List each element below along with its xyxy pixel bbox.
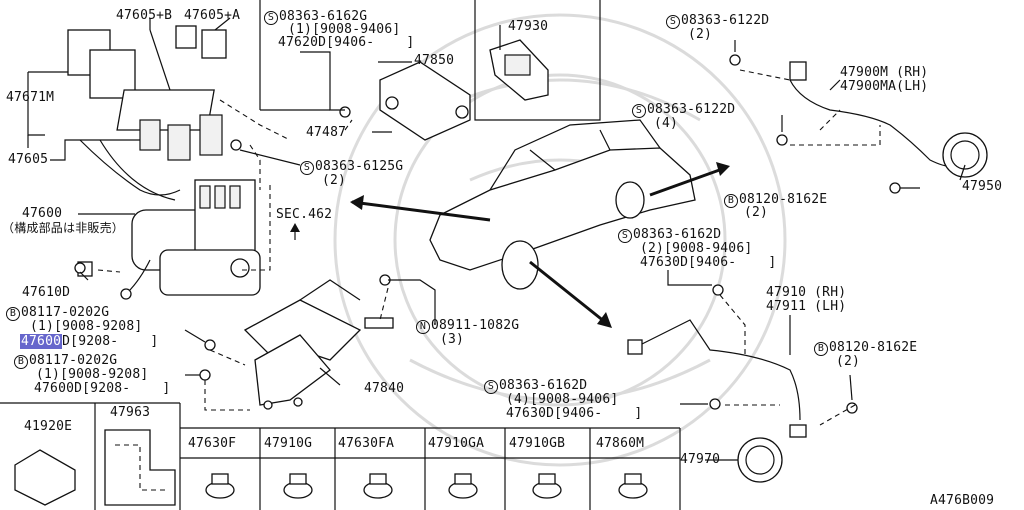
qty-08911-1082g: (3) <box>440 332 465 347</box>
qty-08363-6162d-a: (2)[9008-9406] <box>640 241 753 256</box>
leader-lines <box>27 17 966 461</box>
qty-08363-6122d-b: (4) <box>654 116 679 131</box>
bracket-47840 <box>243 279 394 410</box>
label-47910: 47910 (RH) <box>766 285 847 300</box>
table-header-47630f: 47630F <box>188 436 237 451</box>
code-08911-1082g: 08911-1082G <box>431 318 520 333</box>
table-header-47630fa: 47630FA <box>338 436 395 451</box>
code-08120-8162e: 08120-8162E <box>739 192 828 207</box>
inset-frames <box>259 0 601 121</box>
label-47605b: 47605+B <box>116 8 173 23</box>
label-47600d-b: 47600D[9208- ] <box>34 381 171 396</box>
label-47600d-suffix: D[9208- ] <box>62 334 159 349</box>
label-47840: 47840 <box>364 381 405 396</box>
parts-table-grid <box>0 402 681 510</box>
code-08117-0202g: 08117-0202G <box>21 305 110 320</box>
label-47970: 47970 <box>680 452 721 467</box>
label-47930: 47930 <box>508 19 549 34</box>
bolt-symbol: B <box>814 342 828 356</box>
table-header-47910ga: 47910GA <box>428 436 485 451</box>
bolt-symbol: B <box>14 355 28 369</box>
label-47487: 47487 <box>306 125 347 140</box>
label-47671m: 47671M <box>6 90 55 105</box>
highlighted-part-number: 47600 <box>20 334 63 349</box>
label-47600-note: （構成部品は非販売） <box>2 221 125 235</box>
qty-08120-8162e-b: (2) <box>836 354 861 369</box>
screw-symbol: S <box>264 11 278 25</box>
dashed-guides <box>97 69 881 426</box>
nut-symbol: N <box>416 320 430 334</box>
code-08120-8162e: 08120-8162E <box>829 340 918 355</box>
table-header-47910gb: 47910GB <box>509 436 566 451</box>
label-47900m: 47900M (RH) <box>840 65 929 80</box>
qty-08120-8162e-a: (2) <box>744 205 769 220</box>
unit-47850 <box>379 61 471 141</box>
qty-08363-6162g: (1)[9008-9406] <box>288 22 401 37</box>
relay-group <box>67 25 227 201</box>
code-08363-6162d: 08363-6162D <box>633 227 722 242</box>
rear-wheel-sensor <box>627 319 807 483</box>
code-08117-0202g: 08117-0202G <box>29 353 118 368</box>
qty-08363-6125g: (2) <box>322 173 347 188</box>
table-header-47910g: 47910G <box>264 436 313 451</box>
table-brackets <box>14 429 176 506</box>
screw-symbol: S <box>300 161 314 175</box>
abs-actuator <box>77 179 261 300</box>
label-47900ma: 47900MA(LH) <box>840 79 929 94</box>
car-outline <box>429 119 696 290</box>
code-08363-6162d: 08363-6162D <box>499 378 588 393</box>
table-cell-47963: 47963 <box>110 405 151 420</box>
location-arrows <box>290 162 730 328</box>
code-08363-6162g: 08363-6162G <box>279 9 368 24</box>
qty-08117-0202g-a: (1)[9008-9208] <box>30 319 143 334</box>
label-47950: 47950 <box>962 179 1003 194</box>
sensor-47930 <box>489 39 549 101</box>
screw-symbol: S <box>618 229 632 243</box>
diagram-code: A476B009 <box>930 493 995 508</box>
qty-08363-6162d-b: (4)[9008-9406] <box>506 392 619 407</box>
label-47630d-a: 47630D[9406- ] <box>640 255 777 270</box>
screw-symbol: S <box>484 380 498 394</box>
label-47605: 47605 <box>8 152 49 167</box>
label-47630d-b: 47630D[9406- ] <box>506 406 643 421</box>
code-08363-6122d: 08363-6122D <box>647 102 736 117</box>
bolt-symbol: B <box>724 194 738 208</box>
qty-08363-6122d-a: (2) <box>688 27 713 42</box>
label-sec462: SEC.462 <box>276 207 333 222</box>
label-47620d: 47620D[9406- ] <box>278 35 415 50</box>
code-08363-6122d: 08363-6122D <box>681 13 770 28</box>
screw-symbol: S <box>666 15 680 29</box>
table-header-47860m: 47860M <box>596 436 645 451</box>
front-wheel-sensor <box>789 61 988 178</box>
label-47911: 47911 (LH) <box>766 299 847 314</box>
label-47600: 47600 <box>22 206 63 221</box>
screw-symbol: S <box>632 104 646 118</box>
qty-08117-0202g-b: (1)[9008-9208] <box>36 367 149 382</box>
label-47610d: 47610D <box>22 285 71 300</box>
label-47850: 47850 <box>414 53 455 68</box>
table-grommets <box>205 473 648 499</box>
bolt-symbol: B <box>6 307 20 321</box>
table-cell-41920e: 41920E <box>24 419 73 434</box>
label-47600d-a: 47600D[9208- ] <box>20 334 159 349</box>
code-08363-6125g: 08363-6125G <box>315 159 404 174</box>
label-47605a: 47605+A <box>184 8 241 23</box>
